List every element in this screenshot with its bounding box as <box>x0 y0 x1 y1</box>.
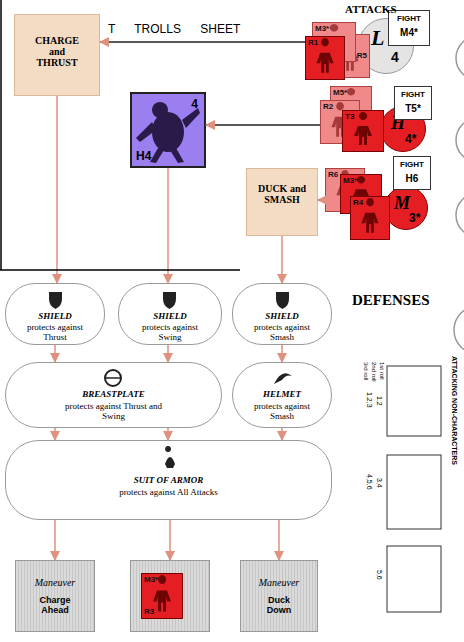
defense-oval: SHIELDprotects against Smash <box>232 283 332 345</box>
sheet-label: DEFENSES <box>352 292 430 309</box>
node-text: 4 <box>391 49 399 65</box>
node-text: M3* <box>315 24 329 33</box>
node-text: Charge Ahead <box>30 595 80 615</box>
frame-line <box>0 0 2 270</box>
figure-silhouette <box>361 198 378 233</box>
sheet-label: 1,2,3 <box>366 392 373 408</box>
node-text: SHIELD <box>233 311 331 321</box>
connector-arrow <box>167 428 169 440</box>
node-text: 4 <box>191 97 198 111</box>
connector-arrow <box>278 520 280 560</box>
attack-box: CHARGE and THRUST <box>14 14 100 96</box>
node-text: HELMET <box>233 389 331 399</box>
node-text: R3 <box>144 607 154 616</box>
node-text: protects against All Attacks <box>116 487 221 497</box>
node-text: DUCK and SMASH <box>255 183 309 205</box>
fight-chit: FIGHT T5* <box>394 86 432 120</box>
monster-box: 4H4 <box>130 92 206 168</box>
connector-arrow <box>169 520 171 560</box>
sheet-title: T TROLLS SHEET <box>108 22 240 36</box>
node-text: M <box>394 193 410 214</box>
node-text: protects against Thrust and Swing <box>56 401 171 421</box>
node-text: L <box>371 25 384 51</box>
sheet-label: 3,4 <box>376 478 383 488</box>
node-text: SHIELD <box>119 311 221 321</box>
node-text: R5 <box>357 51 367 60</box>
node-text: Duck Down <box>255 595 303 615</box>
sheet-label: ATTACKING NON-CHARACTERS <box>451 356 458 465</box>
node-text: R2 <box>323 102 333 111</box>
node-text: protects against Smash <box>245 322 319 342</box>
node-text: FIGHT <box>395 90 431 99</box>
node-text: 4* <box>405 132 416 146</box>
defense-oval: SHIELDprotects against Thrust <box>5 283 105 345</box>
sheet-label: 2nd roll <box>371 362 377 382</box>
connector-arrow <box>56 96 58 283</box>
monster-counter: R1 <box>305 36 345 80</box>
frame-line <box>0 269 240 271</box>
node-text: R6 <box>328 170 338 179</box>
monster-counter: M3* R3 <box>141 573 183 619</box>
sheet-label: 4,5,6 <box>366 474 373 490</box>
node-text: H6 <box>394 173 430 184</box>
monster-counter: R4 <box>350 196 390 240</box>
node-text: SUIT OF ARMOR <box>6 475 331 485</box>
armor-band: SUIT OF ARMOR protects against All Attack… <box>5 440 332 520</box>
sheet-label: 5,6 <box>376 570 383 580</box>
node-text: T5* <box>395 103 431 114</box>
sheet-label: 1st roll <box>379 362 385 380</box>
attack-box: DUCK and SMASH <box>246 168 318 236</box>
connector-arrow <box>54 345 56 362</box>
node-text: M5* <box>333 88 347 97</box>
node-text: R1 <box>308 38 318 47</box>
connector-arrow <box>281 236 283 283</box>
connector-arrow <box>167 168 169 283</box>
connector-arrow <box>318 199 325 201</box>
connector-arrow <box>54 520 56 560</box>
connector-arrow <box>281 428 283 440</box>
maneuver-box: ManeuverCharge Ahead <box>15 560 95 632</box>
node-text: R4 <box>353 198 363 207</box>
table-box <box>387 366 441 612</box>
connector-arrow <box>167 345 169 362</box>
connector-arrow <box>100 41 305 43</box>
connector-arrow <box>54 428 56 440</box>
maneuver-box: ManeuverDuck Down <box>240 560 318 632</box>
defense-oval: SHIELDprotects against Swing <box>118 283 222 345</box>
node-text: Maneuver <box>241 577 317 588</box>
sheet-label: 3rd roll <box>363 362 369 380</box>
node-text: M4* <box>389 27 429 38</box>
monster-counter: T3 <box>342 110 384 152</box>
node-text: FIGHT <box>394 160 430 169</box>
sheet-label: 1,2 <box>376 396 383 406</box>
node-text: BREASTPLATE <box>6 389 221 399</box>
figure-silhouette <box>354 112 372 145</box>
clipped-circle <box>454 36 464 354</box>
node-text: FIGHT <box>389 14 429 23</box>
armor-band: BREASTPLATE protects against Thrust and S… <box>5 362 222 428</box>
node-text: CHARGE and THRUST <box>29 35 85 68</box>
node-text: SHIELD <box>6 311 104 321</box>
node-text: protects against Swing <box>131 322 209 342</box>
node-text: H4 <box>136 149 151 163</box>
node-text: protects against Thrust <box>18 322 92 342</box>
connector-arrow <box>281 345 283 362</box>
node-text: protects against Smash <box>245 401 319 421</box>
node-text: 3* <box>409 211 420 225</box>
node-text: Maneuver <box>16 577 94 588</box>
connector-arrow <box>206 124 320 126</box>
fight-chit: FIGHT M4* <box>388 10 430 46</box>
node-text: M3* <box>144 575 158 584</box>
node-text: T3 <box>345 112 354 121</box>
armor-band: HELMET protects against Smash <box>232 362 332 428</box>
sheet-label: ATTACKS <box>345 3 397 15</box>
fight-chit: FIGHT H6 <box>393 156 431 190</box>
maneuver-box: M3* R3 <box>130 560 210 632</box>
attack-circle: M3* <box>384 186 428 230</box>
figure-silhouette <box>316 38 333 73</box>
node-text: M3* <box>343 176 357 185</box>
